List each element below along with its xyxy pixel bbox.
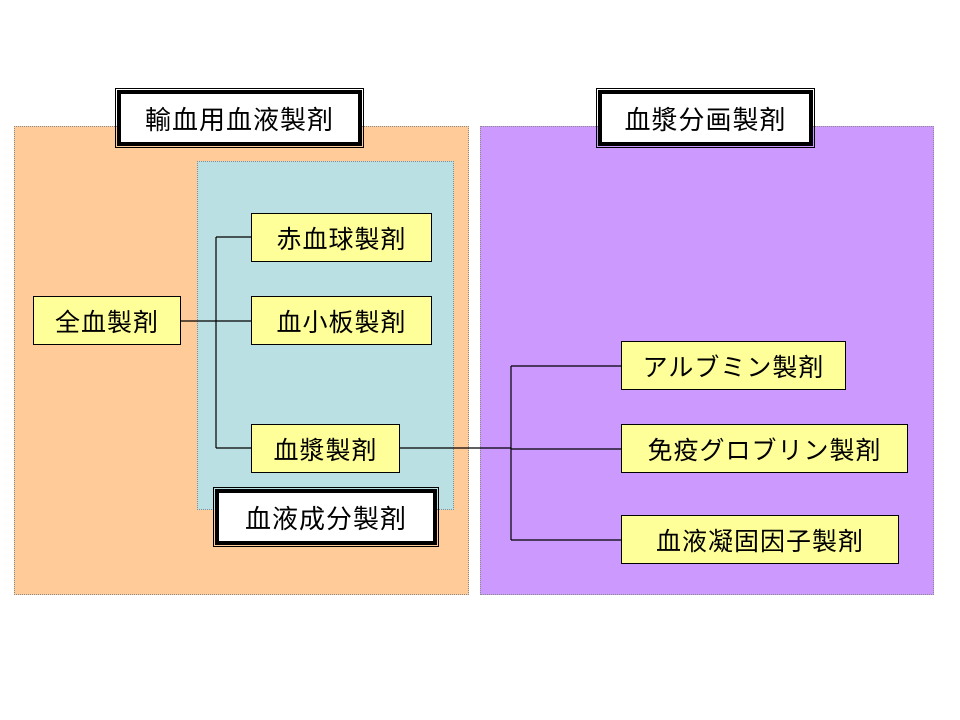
components-title-text: 血液成分製剤	[244, 504, 407, 535]
node-label: 血液凝固因子製剤	[655, 526, 864, 556]
plasma-fraction-title: 血漿分画製剤	[596, 88, 815, 148]
node-label: 血漿製剤	[273, 435, 378, 465]
blood-components-title: 血液成分製剤	[213, 487, 439, 547]
node-coagulation-factor: 血液凝固因子製剤	[621, 515, 899, 564]
node-label: 全血製剤	[54, 307, 159, 337]
transfusion-blood-products-title: 輸血用血液製剤	[115, 88, 364, 148]
node-plasma: 血漿製剤	[251, 424, 400, 473]
node-red-blood-cell: 赤血球製剤	[251, 213, 432, 262]
node-immunoglobulin: 免疫グロブリン製剤	[621, 424, 908, 473]
node-label: 血小板製剤	[276, 307, 407, 337]
node-platelet: 血小板製剤	[251, 296, 432, 345]
node-albumin: アルブミン製剤	[621, 341, 846, 390]
fraction-title-text: 血漿分画製剤	[624, 105, 787, 136]
transfusion-title-text: 輸血用血液製剤	[144, 105, 334, 136]
node-label: 免疫グロブリン製剤	[647, 435, 882, 465]
node-label: 赤血球製剤	[276, 224, 407, 254]
node-label: アルブミン製剤	[642, 352, 825, 382]
node-whole-blood: 全血製剤	[33, 296, 181, 345]
